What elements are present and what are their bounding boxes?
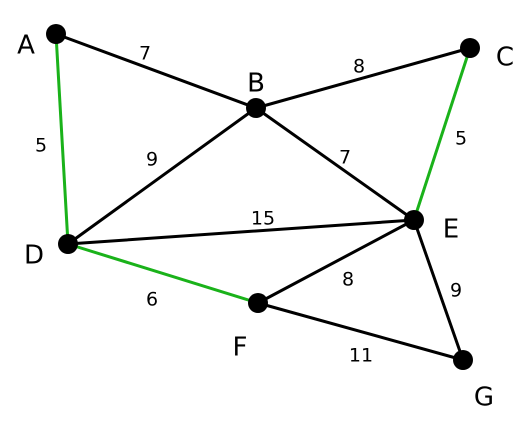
edge-weight-b-c: 8: [353, 56, 365, 78]
edge-a-b: [54, 32, 258, 110]
edge-e-f: [256, 218, 416, 305]
edge-weight-e-f: 8: [342, 269, 354, 291]
edge-b-c: [254, 46, 472, 110]
edge-f-g: [256, 301, 465, 362]
node-label-g: G: [474, 383, 494, 413]
edge-weight-d-e: 15: [251, 208, 275, 230]
edge-e-g: [412, 218, 465, 362]
edge-d-f: [66, 242, 260, 305]
edge-weight-c-e: 5: [455, 128, 467, 150]
node-b: [246, 98, 266, 118]
node-f: [248, 293, 268, 313]
node-label-e: E: [443, 215, 459, 245]
node-layer: [46, 24, 480, 370]
node-c: [460, 38, 480, 58]
edge-weight-e-g: 9: [450, 280, 462, 302]
edge-b-d: [66, 106, 258, 246]
node-e: [404, 210, 424, 230]
node-d: [58, 234, 78, 254]
edge-weight-d-f: 6: [146, 289, 158, 311]
node-label-layer: A B C D E F G: [17, 31, 514, 413]
edge-weight-a-b: 7: [139, 43, 151, 65]
node-label-a: A: [17, 31, 35, 61]
node-label-c: C: [496, 43, 514, 73]
edge-weight-a-d: 5: [35, 135, 47, 157]
edge-weight-b-d: 9: [146, 149, 158, 171]
edge-weight-f-g: 11: [349, 345, 373, 367]
node-label-f: F: [233, 333, 248, 363]
node-label-b: B: [247, 69, 265, 99]
edge-layer: [54, 32, 472, 362]
node-a: [46, 24, 66, 44]
edge-d-e: [66, 218, 416, 246]
edge-a-d: [54, 32, 70, 246]
edge-weight-b-e: 7: [339, 147, 351, 169]
edge-b-e: [254, 106, 416, 222]
edge-c-e: [412, 46, 472, 222]
weight-layer: 7 5 8 9 7 5 15 6 8 9 11: [35, 43, 467, 367]
node-label-d: D: [24, 241, 44, 271]
node-g: [453, 350, 473, 370]
